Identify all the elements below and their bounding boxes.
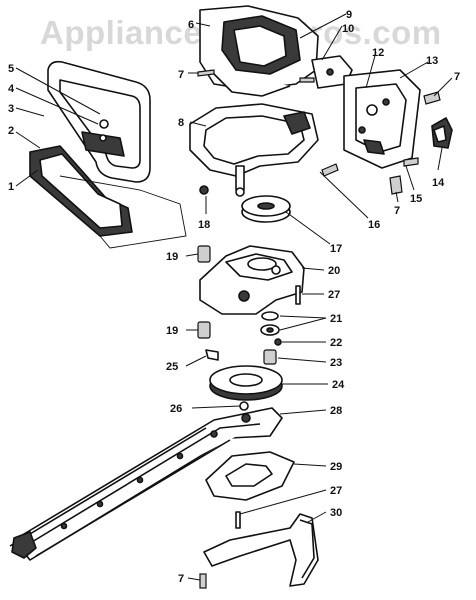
callout-23: 23 — [330, 357, 342, 369]
blade-assembly-28 — [9, 407, 283, 561]
callout-7-top-left: 7 — [178, 69, 184, 81]
washers-21 — [260, 311, 280, 336]
top-gear-17 — [241, 195, 291, 223]
callout-9: 9 — [346, 9, 352, 21]
callout-1: 1 — [8, 181, 14, 193]
callout-14: 14 — [432, 177, 445, 189]
callout-8: 8 — [178, 117, 184, 129]
callout-28: 28 — [330, 405, 342, 417]
callout-12: 12 — [372, 47, 384, 59]
callout-17: 17 — [330, 243, 342, 255]
pinion-23 — [263, 349, 277, 365]
washer-26 — [239, 401, 249, 411]
callout-7-bottom: 7 — [178, 573, 184, 585]
callout-7-top-right: 7 — [454, 71, 460, 83]
callout-20: 20 — [328, 265, 340, 277]
rear-handle-30 — [203, 513, 319, 587]
callout-25: 25 — [166, 361, 178, 373]
switch-housing — [343, 69, 421, 169]
hand-guard-plate — [29, 145, 133, 237]
callout-26: 26 — [170, 403, 182, 415]
callout-30: 30 — [330, 507, 342, 519]
gear-case-20 — [199, 245, 305, 315]
callout-10: 10 — [342, 23, 354, 35]
callout-24: 24 — [332, 379, 345, 391]
callout-13: 13 — [426, 55, 438, 67]
switch-trigger — [431, 117, 453, 149]
callout-19-lower: 19 — [166, 325, 178, 337]
callout-29: 29 — [330, 461, 342, 473]
callout-6: 6 — [188, 19, 194, 31]
callout-7-right: 7 — [394, 205, 400, 217]
link-25 — [205, 349, 219, 361]
bearing-19 — [197, 245, 211, 339]
motor-housing-top — [199, 5, 319, 97]
callout-27-upper: 27 — [328, 289, 340, 301]
callout-3: 3 — [8, 103, 14, 115]
long-screw-27 — [235, 285, 301, 529]
callout-5: 5 — [8, 63, 14, 75]
gear-case-frame — [189, 103, 319, 197]
callout-18: 18 — [198, 219, 210, 231]
clamp-plate-29 — [205, 451, 295, 501]
callout-4: 4 — [8, 83, 15, 95]
base-plate-outline — [59, 175, 187, 249]
pin-22 — [274, 338, 282, 346]
leader-lines — [15, 13, 453, 581]
handle-mount-bracket — [81, 119, 125, 157]
screw-group — [197, 69, 441, 195]
main-gear-24 — [209, 365, 283, 401]
callout-21: 21 — [330, 313, 342, 325]
callout-19-upper: 19 — [166, 251, 178, 263]
callout-27-lower: 27 — [330, 485, 342, 497]
callout-16: 16 — [368, 219, 380, 231]
screw-7-bottom — [199, 573, 207, 589]
callout-labels: 1 2 3 4 5 6 7 8 9 10 12 13 7 14 15 7 16 … — [8, 9, 460, 585]
callout-22: 22 — [330, 337, 342, 349]
callout-2: 2 — [8, 125, 14, 137]
callout-15: 15 — [410, 193, 422, 205]
